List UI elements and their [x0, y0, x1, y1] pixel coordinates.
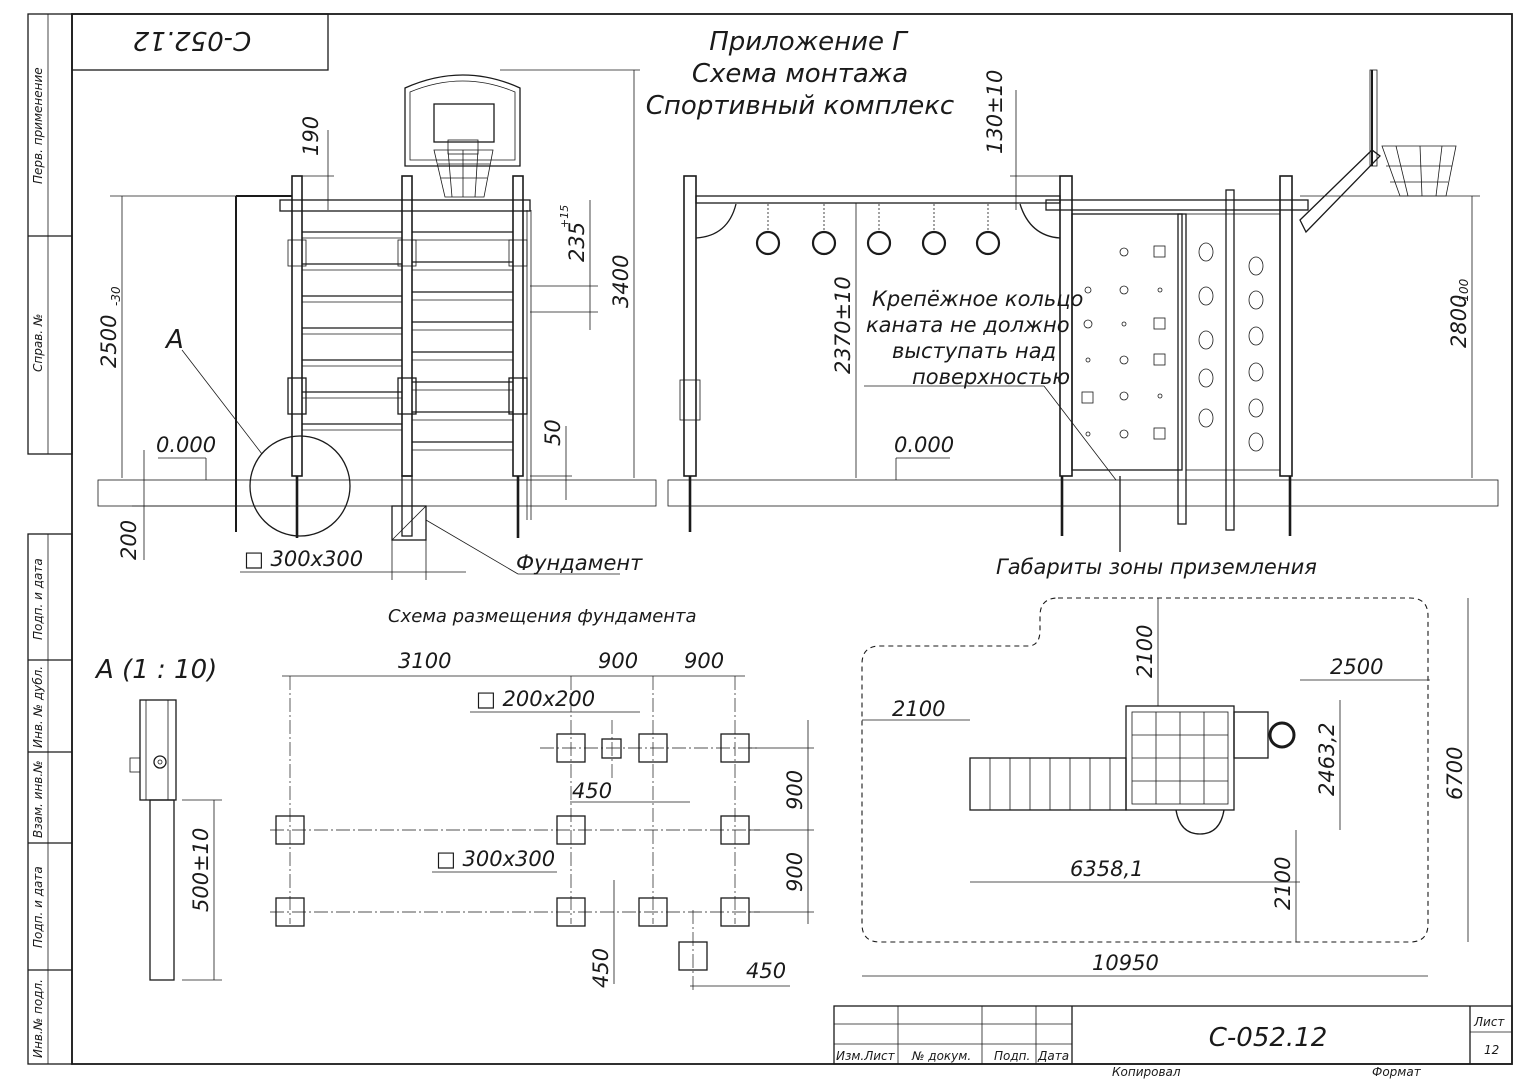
front-view-structure [679, 69, 1457, 552]
side-label-sprav: Справ. № [31, 314, 45, 372]
rotated-stamp: С-052.12 [71, 13, 329, 71]
dim-2500: 2500 [1330, 655, 1383, 679]
landing-zone-plan: 2100 2500 2100 2463,2 6700 6358,1 2100 1… [861, 597, 1469, 977]
foundation-plan: Схема размещения фундамента 3100 900 900… [270, 606, 814, 990]
note-line2: каната не должно [866, 313, 1070, 337]
dim-500: 500±10 [189, 828, 213, 912]
side-label-podp1: Подп. и дата [31, 558, 45, 640]
dim-900-b: 900 [684, 649, 724, 673]
side-level: 0.000 [156, 433, 216, 457]
dim-130: 130±10 [983, 70, 1007, 154]
foundation-caption: Схема размещения фундамента [388, 606, 697, 627]
dim-3400: 3400 [609, 255, 633, 308]
title-line3: Спортивный комплекс [646, 91, 954, 121]
title-line2: Схема монтажа [692, 59, 908, 89]
dim-900-v1: 900 [783, 770, 807, 810]
side-label-inv-dubl: Инв. № дубл. [31, 666, 45, 748]
landing-caption: Габариты зоны приземления [996, 555, 1317, 579]
dim-2500-tol: -30 [109, 286, 123, 306]
dim-190: 190 [299, 116, 323, 156]
dim-2800-tol: -100 [1457, 278, 1471, 306]
gym-rings [755, 204, 1001, 256]
dim-6700: 6700 [1443, 747, 1467, 800]
note-line4: поверхностью [912, 365, 1070, 389]
dim-450-b: 450 [589, 948, 613, 988]
dim-450-a: 450 [572, 779, 612, 803]
dim-900-v2: 900 [783, 852, 807, 892]
tb-izm-list: Изм.Лист [836, 1049, 896, 1063]
tb-data: Дата [1037, 1049, 1069, 1063]
sq-200: □ 200х200 [476, 687, 595, 711]
tb-podp: Подп. [994, 1049, 1030, 1063]
detail-a-label: А (1 : 10) [94, 655, 217, 685]
title-line1: Приложение Г [709, 27, 909, 57]
front-view-dimensions: 130±10 2370±10 2800 -100 0.000 Крепёжное… [831, 70, 1480, 579]
dim-2100-top: 2100 [1133, 625, 1157, 678]
side-labels: Перв. примeнение Справ. № Подп. и дата И… [31, 67, 45, 1058]
note-line3: выступать над [892, 339, 1056, 363]
dim-6358: 6358,1 [1070, 857, 1143, 881]
detail-a-view: А (1 : 10) 500±10 [94, 655, 222, 981]
tb-format: Формат [1372, 1065, 1422, 1079]
title-block: С-052.12 Изм.Лист № докум. Подп. Дата Ли… [833, 1005, 1513, 1079]
tb-no-dokum: № докум. [911, 1049, 971, 1063]
dim-2370: 2370±10 [831, 276, 855, 374]
sheet-frame [27, 13, 1513, 1065]
dim-900-a: 900 [598, 649, 638, 673]
front-level: 0.000 [894, 433, 954, 457]
dim-2500: 2500 [97, 315, 121, 368]
tb-list-label: Лист [1473, 1015, 1505, 1029]
side-label-perv: Перв. примeнение [31, 67, 45, 184]
stamp-code: С-052.12 [133, 25, 252, 55]
dim-2100-left: 2100 [892, 697, 945, 721]
side-square: □ 300х300 [244, 547, 363, 571]
side-label-podp2: Подп. и дата [31, 866, 45, 948]
dim-2800: 2800 [1447, 295, 1471, 348]
ground-left [97, 479, 657, 507]
tb-list-no: 12 [1484, 1043, 1499, 1057]
note-line1: Крепёжное кольцо [872, 287, 1083, 311]
dim-50: 50 [541, 419, 565, 446]
side-view-dimensions: 190 2500 -30 235 +15 3400 50 200 0.000 □… [97, 69, 643, 580]
detail-a-callout: А [164, 325, 351, 537]
climbing-holds [1081, 242, 1264, 452]
dim-200: 200 [117, 520, 141, 560]
dim-2100-bottom: 2100 [1271, 857, 1295, 910]
side-label-vzam: Взам. инв.№ [31, 760, 45, 838]
dim-450-c: 450 [746, 959, 786, 983]
ground-right [667, 479, 1499, 507]
tb-kopiroval: Копировал [1112, 1065, 1181, 1079]
side-view-structure [235, 74, 532, 541]
foundation-label: Фундамент [516, 551, 643, 575]
sq-300: □ 300х300 [436, 847, 555, 871]
dim-10950: 10950 [1092, 951, 1159, 975]
dim-3100: 3100 [398, 649, 451, 673]
side-label-inv-podl: Инв.№ подл. [31, 979, 45, 1058]
title: Приложение Г Схема монтажа Спортивный ко… [646, 27, 954, 121]
title-block-code: С-052.12 [1209, 1023, 1328, 1053]
dim-2463: 2463,2 [1315, 723, 1339, 796]
dim-235: 235 [565, 222, 589, 262]
dim-235-tol: +15 [558, 205, 571, 228]
side-label-a: А [164, 325, 184, 355]
